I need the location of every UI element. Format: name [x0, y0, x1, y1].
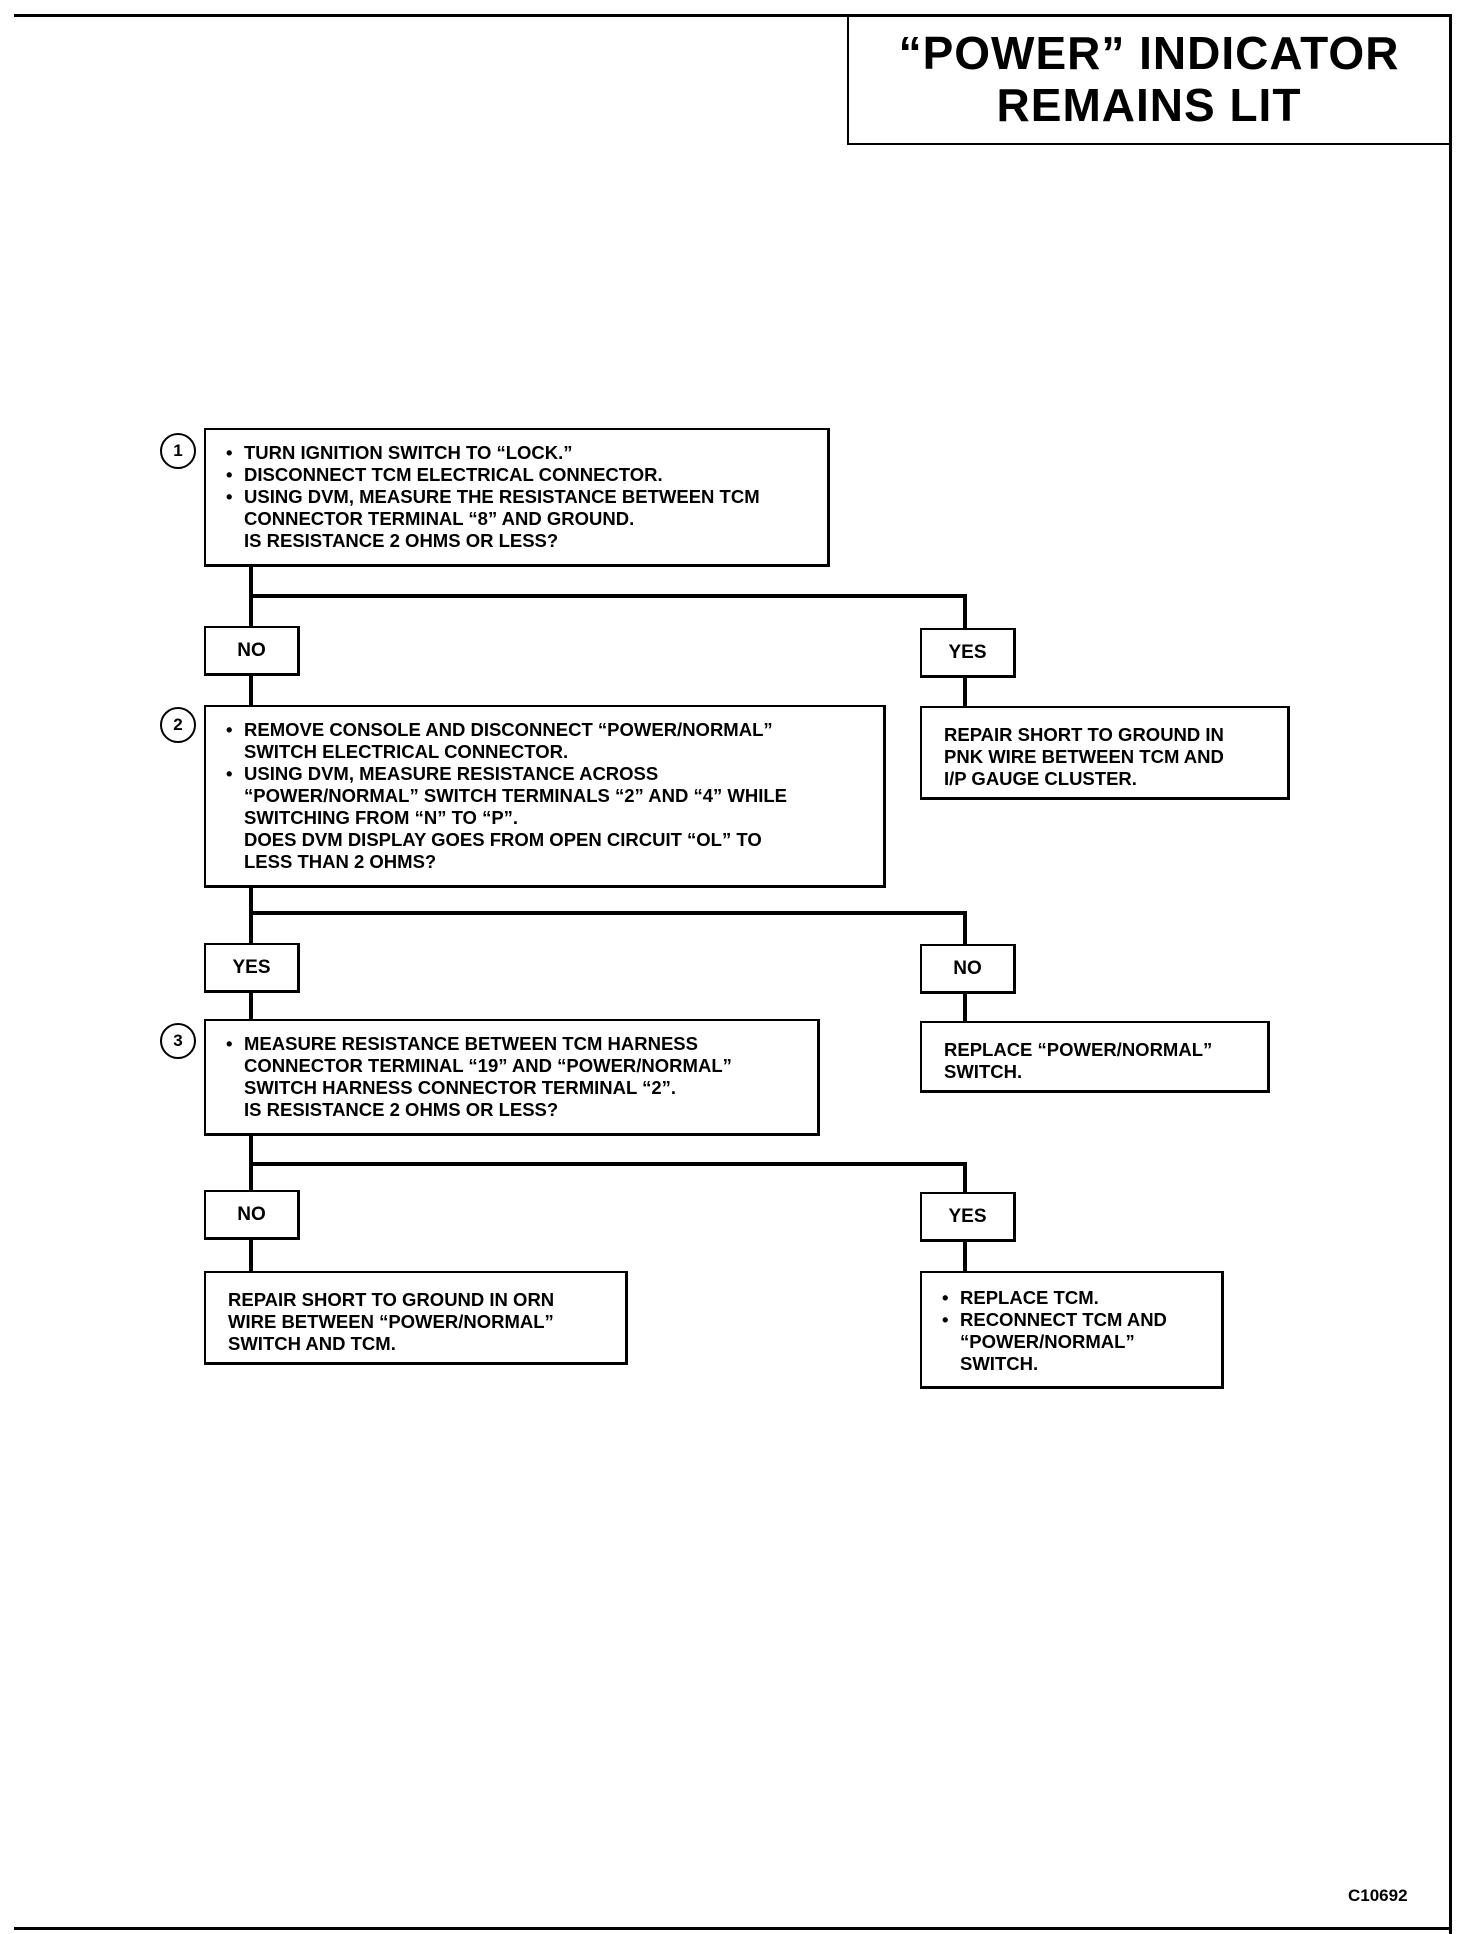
title-line-2: REMAINS LIT	[996, 78, 1302, 131]
step-1-yes-label: YES	[920, 628, 1016, 678]
connector-step2	[249, 886, 967, 945]
step-2-number: 2	[160, 707, 196, 743]
step-1-number: 1	[160, 433, 196, 469]
connector-step1	[249, 564, 967, 628]
step-3-question: IS RESISTANCE 2 OHMS OR LESS?	[244, 1099, 559, 1120]
step-1-bullet-2: •DISCONNECT TCM ELECTRICAL CONNECTOR.	[226, 464, 663, 485]
step-1-bullet-1: •TURN IGNITION SWITCH TO “LOCK.”	[226, 442, 573, 463]
step-1-question: IS RESISTANCE 2 OHMS OR LESS?	[244, 530, 559, 551]
document-code: C10692	[1348, 1886, 1408, 1905]
step-2-yes-label: YES	[204, 943, 300, 993]
step-1-no-label: NO	[204, 626, 300, 676]
step-3-number: 3	[160, 1023, 196, 1059]
step-2-no-label: NO	[920, 944, 1016, 994]
step-1-bullet-3: •USING DVM, MEASURE THE RESISTANCE BETWE…	[226, 486, 817, 552]
result-replace-power-normal-switch: REPLACE “POWER/NORMAL” SWITCH.	[920, 1021, 1270, 1093]
step-2-question-2: LESS THAN 2 OHMS?	[244, 851, 437, 872]
result-replace-tcm-bullet-2: •RECONNECT TCM AND“POWER/NORMAL”SWITCH.	[942, 1309, 1167, 1374]
result-replace-tcm-bullet-1: •REPLACE TCM.	[942, 1287, 1099, 1308]
result-repair-pnk-wire: REPAIR SHORT TO GROUND IN PNK WIRE BETWE…	[920, 706, 1290, 800]
step-2-bullet-2: •USING DVM, MEASURE RESISTANCE ACROSS“PO…	[226, 763, 873, 873]
result-replace-tcm: •REPLACE TCM. •RECONNECT TCM AND“POWER/N…	[920, 1271, 1224, 1389]
frame-right-border	[1449, 14, 1452, 1934]
step-2-box: •REMOVE CONSOLE AND DISCONNECT “POWER/NO…	[204, 705, 886, 888]
step-1-box: •TURN IGNITION SWITCH TO “LOCK.” •DISCON…	[204, 428, 830, 567]
step-3-yes-label: YES	[920, 1192, 1016, 1242]
frame-top-border	[14, 14, 1452, 17]
title-box: “POWER” INDICATOR REMAINS LIT	[847, 14, 1449, 145]
step-3-no-label: NO	[204, 1190, 300, 1240]
result-repair-orn-wire: REPAIR SHORT TO GROUND IN ORN WIRE BETWE…	[204, 1271, 628, 1365]
title-line-1: “POWER” INDICATOR	[898, 26, 1400, 79]
frame-bottom-border	[14, 1927, 1452, 1930]
connector-step3	[249, 1133, 967, 1193]
step-2-bullet-1: •REMOVE CONSOLE AND DISCONNECT “POWER/NO…	[226, 719, 773, 762]
step-2-question-1: DOES DVM DISPLAY GOES FROM OPEN CIRCUIT …	[244, 829, 762, 850]
